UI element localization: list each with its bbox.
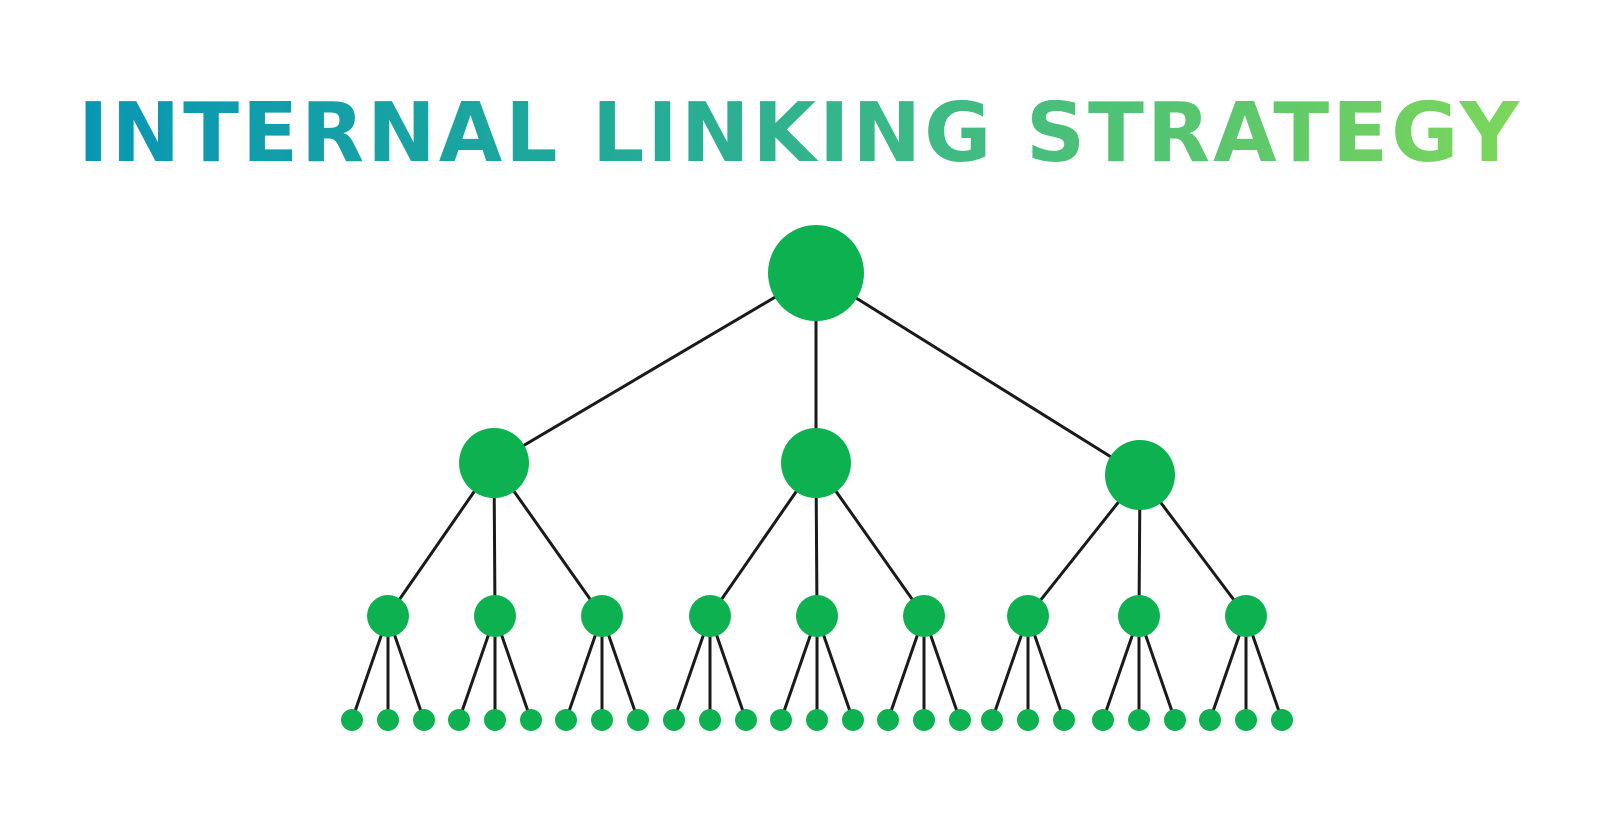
subcategory-node	[1225, 595, 1267, 637]
tree-edge	[815, 271, 1141, 477]
leaf-page-node	[1199, 709, 1221, 731]
leaf-page-node	[770, 709, 792, 731]
leaf-page-node	[555, 709, 577, 731]
subcategory-node	[474, 595, 516, 637]
leaf-page-node	[806, 709, 828, 731]
category-node	[781, 428, 851, 498]
leaf-page-node	[413, 709, 435, 731]
leaf-page-node	[627, 709, 649, 731]
leaf-page-node	[842, 709, 864, 731]
leaf-page-node	[1017, 709, 1039, 731]
leaf-page-node	[520, 709, 542, 731]
subcategory-node	[367, 595, 409, 637]
leaf-page-node	[448, 709, 470, 731]
category-node	[459, 428, 529, 498]
leaf-page-node	[913, 709, 935, 731]
leaf-page-node	[1092, 709, 1114, 731]
leaf-page-node	[341, 709, 363, 731]
subcategory-node	[1007, 595, 1049, 637]
category-node	[1105, 440, 1175, 510]
leaf-page-node	[591, 709, 613, 731]
leaf-page-node	[484, 709, 506, 731]
leaf-page-node	[1053, 709, 1075, 731]
subcategory-node	[903, 595, 945, 637]
page-title: INTERNAL LINKING STRATEGY	[0, 84, 1600, 184]
root-node	[768, 225, 864, 321]
subcategory-node	[689, 595, 731, 637]
leaf-page-node	[377, 709, 399, 731]
leaf-page-node	[735, 709, 757, 731]
leaf-page-node	[699, 709, 721, 731]
tree-nodes	[341, 225, 1293, 731]
leaf-page-node	[1271, 709, 1293, 731]
leaf-page-node	[877, 709, 899, 731]
leaf-page-node	[949, 709, 971, 731]
leaf-page-node	[981, 709, 1003, 731]
subcategory-node	[796, 595, 838, 637]
subcategory-node	[581, 595, 623, 637]
leaf-page-node	[663, 709, 685, 731]
leaf-page-node	[1164, 709, 1186, 731]
subcategory-node	[1118, 595, 1160, 637]
leaf-page-node	[1128, 709, 1150, 731]
leaf-page-node	[1235, 709, 1257, 731]
tree-edge	[493, 271, 817, 465]
title-text: INTERNAL LINKING STRATEGY	[74, 86, 1526, 181]
